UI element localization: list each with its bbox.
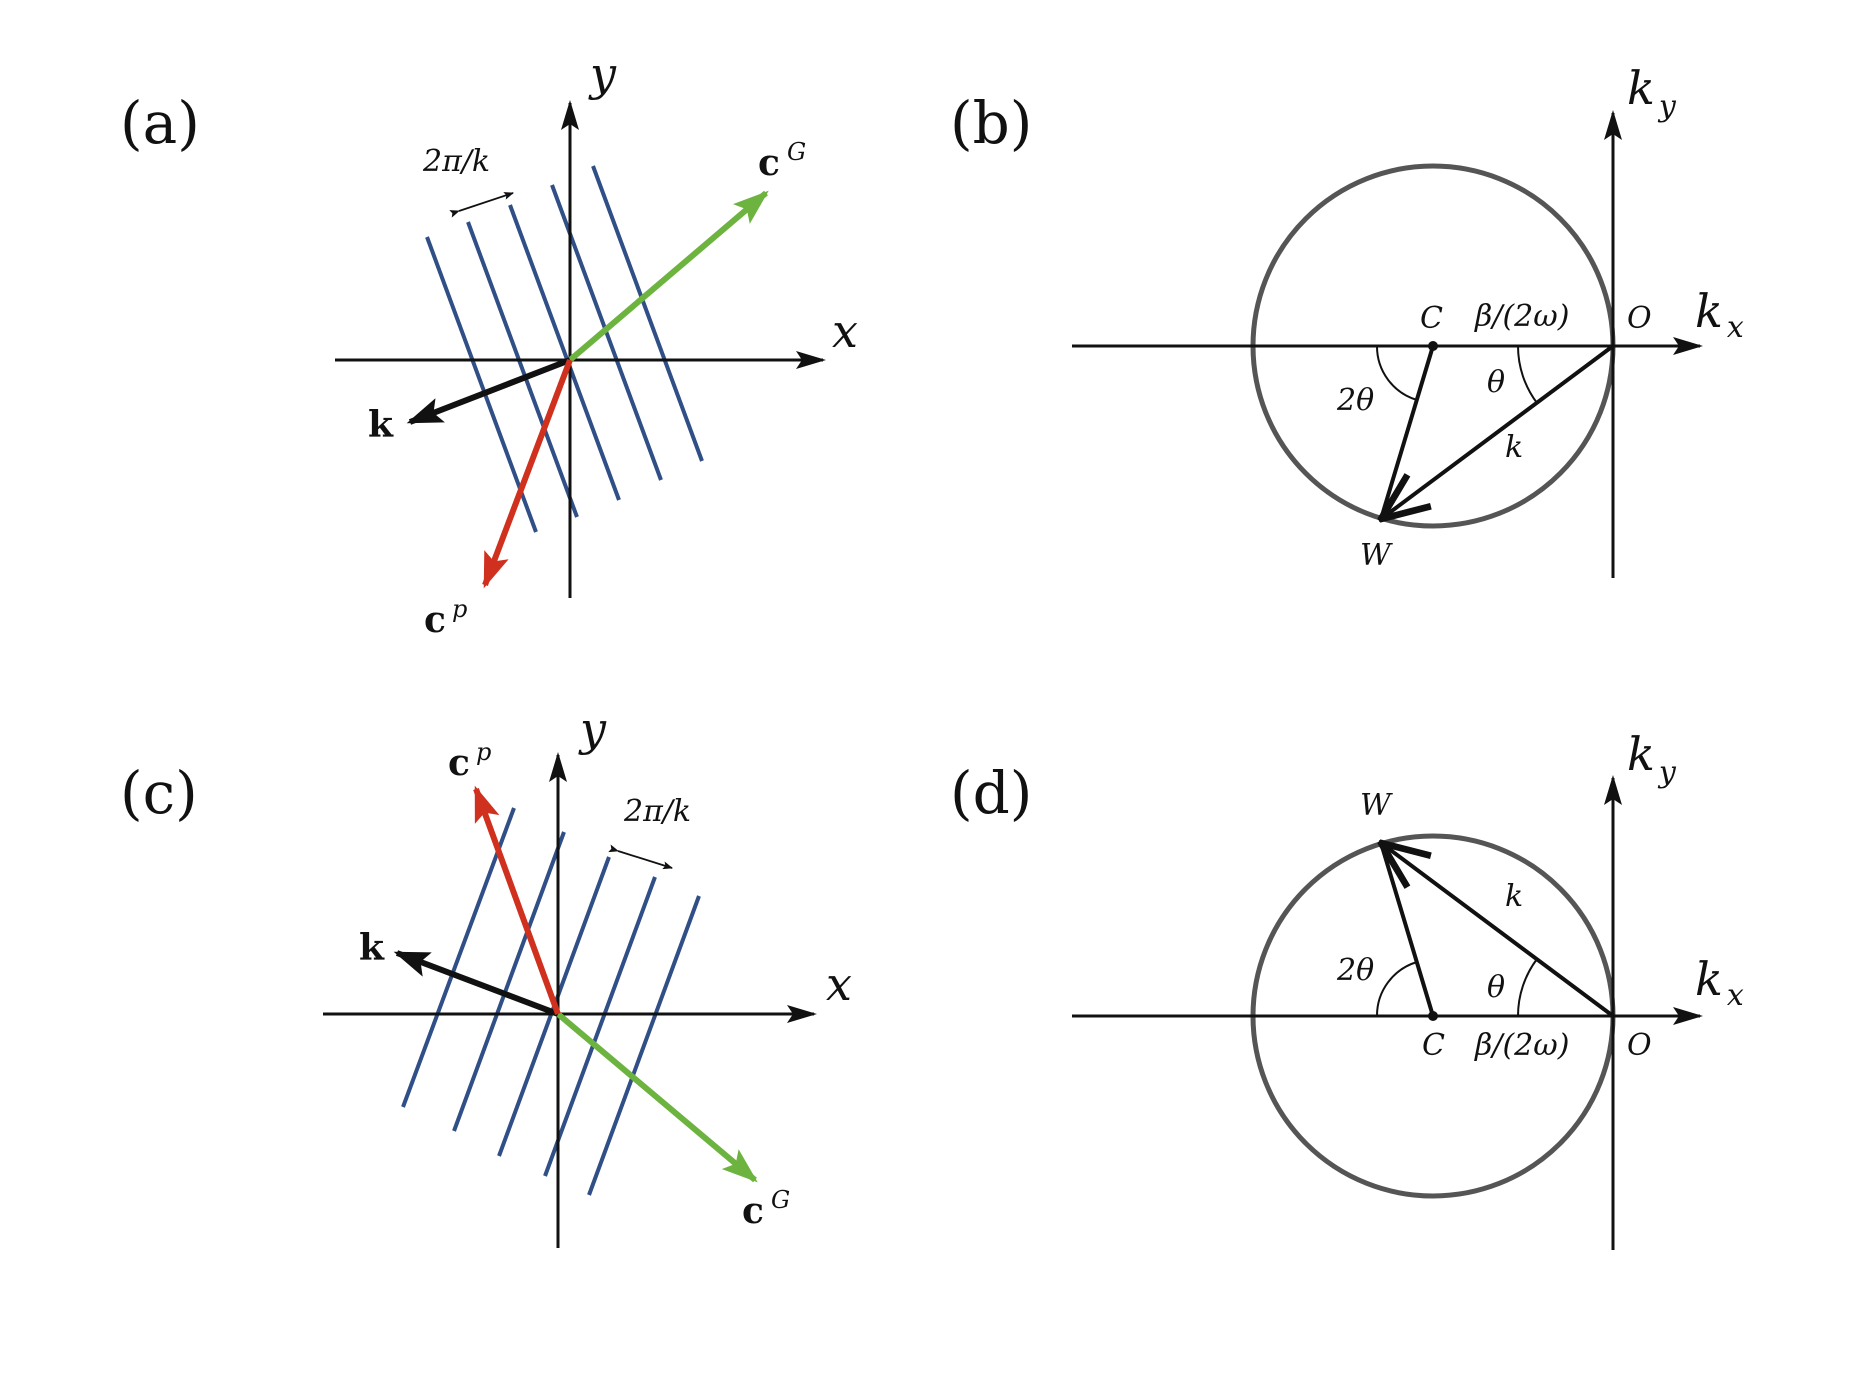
panel-c-cp-label: c bbox=[448, 742, 470, 784]
panel-a-cG-label: c bbox=[758, 142, 780, 184]
panel-a-spacing-label: 2π/k bbox=[422, 144, 490, 179]
wavefront-line bbox=[401, 807, 516, 1108]
panel-c-x-label: x bbox=[826, 957, 852, 1011]
panel-a-group-velocity-vector bbox=[568, 190, 769, 363]
panel-b-C-label: C bbox=[1420, 301, 1443, 336]
panel-a: (a) x y 2π/k k c G c p bbox=[120, 47, 858, 641]
panel-c: (c) x y 2π/k k c G c p bbox=[120, 702, 852, 1248]
wavefront-line bbox=[466, 221, 579, 518]
panel-b-tag: (b) bbox=[950, 89, 1032, 157]
panel-c-spacing-arrow bbox=[608, 844, 673, 870]
panel-c-phase-velocity-vector bbox=[473, 785, 561, 1016]
wavefront-line bbox=[452, 831, 566, 1132]
wavefront-line bbox=[591, 165, 704, 462]
panel-b-2theta-arc bbox=[1375, 345, 1418, 401]
panel-a-k-label: k bbox=[368, 404, 394, 446]
panel-a-cp-sup: p bbox=[452, 595, 467, 623]
panel-c-tag: (c) bbox=[120, 759, 198, 827]
panel-c-cG-label: c bbox=[742, 1190, 764, 1232]
wavefront-line bbox=[587, 895, 701, 1196]
panel-d-O-label: O bbox=[1627, 1028, 1652, 1063]
panel-d-center-dot bbox=[1428, 1011, 1438, 1021]
panel-b-theta-label: θ bbox=[1487, 365, 1505, 400]
panel-b-k-label: k bbox=[1505, 430, 1523, 465]
panel-c-k-vector bbox=[393, 950, 560, 1017]
panel-c-y-label: y bbox=[578, 702, 607, 756]
panel-a-cG-sup: G bbox=[787, 138, 806, 166]
wavefront-line bbox=[543, 876, 657, 1177]
panel-b-radius-CW bbox=[1379, 345, 1435, 520]
panel-d-radius-CW bbox=[1379, 842, 1435, 1017]
wavefront-line bbox=[425, 236, 538, 533]
panel-d-tag: (d) bbox=[950, 759, 1032, 827]
panel-a-x-label: x bbox=[832, 304, 858, 358]
panel-d-k-vector bbox=[1381, 843, 1615, 1018]
panel-d-C-label: C bbox=[1422, 1028, 1445, 1063]
panel-d-theta-label: θ bbox=[1487, 970, 1505, 1005]
panel-b-center-dot bbox=[1428, 341, 1438, 351]
panel-b-O-label: O bbox=[1627, 301, 1652, 336]
panel-d-2theta-arc bbox=[1375, 961, 1418, 1017]
panel-d-k-label: k bbox=[1505, 879, 1523, 914]
panel-c-k-label: k bbox=[359, 927, 385, 969]
panel-d-radius-label: β/(2ω) bbox=[1474, 1028, 1569, 1063]
panel-a-k-vector bbox=[406, 357, 572, 425]
panel-b-theta-arc bbox=[1517, 345, 1538, 404]
panel-c-cp-sup: p bbox=[476, 738, 491, 766]
panel-b-radius-label: β/(2ω) bbox=[1474, 299, 1569, 334]
panel-a-cp-label: c bbox=[424, 599, 446, 641]
panel-b-W-label: W bbox=[1360, 538, 1393, 573]
panel-d-2theta-label: 2θ bbox=[1336, 953, 1374, 988]
panel-a-phase-velocity-vector bbox=[482, 358, 573, 589]
panel-a-tag: (a) bbox=[120, 89, 200, 157]
panel-c-spacing-label: 2π/k bbox=[623, 794, 691, 829]
panel-d-theta-arc bbox=[1517, 958, 1538, 1017]
panel-b-k-vector bbox=[1381, 344, 1615, 519]
panel-d-W-label: W bbox=[1360, 788, 1393, 823]
panel-a-spacing-arrow bbox=[449, 192, 514, 218]
panel-c-group-velocity-vector bbox=[556, 1011, 758, 1183]
panel-c-cG-sup: G bbox=[771, 1186, 790, 1214]
panel-b-2theta-label: 2θ bbox=[1336, 383, 1374, 418]
wavefront-line bbox=[508, 204, 621, 501]
panel-a-y-label: y bbox=[588, 47, 617, 101]
panel-a-wavefronts bbox=[425, 165, 704, 533]
